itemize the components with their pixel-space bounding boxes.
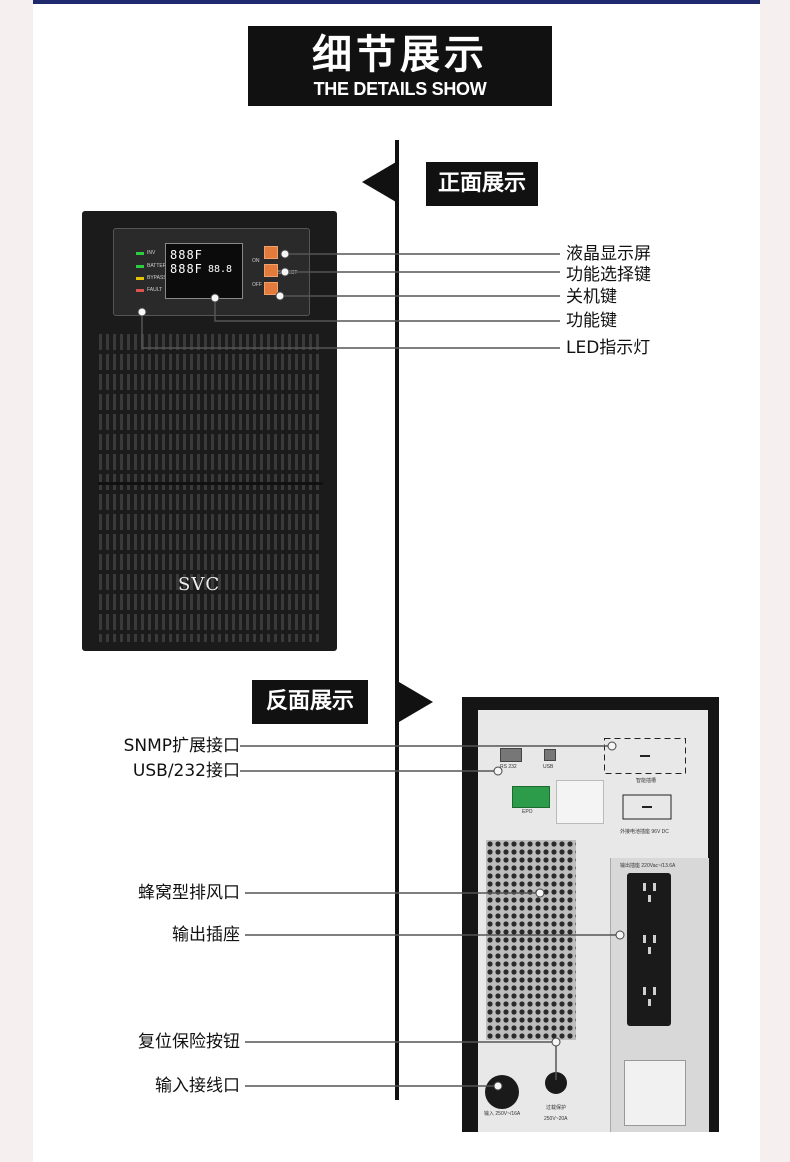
usb-label: USB [543,764,554,770]
lcd-screen: 888F 888F 88.8 [165,243,243,299]
label-output-socket: 输出插座 [172,925,240,945]
center-divider [395,140,399,1100]
back-view-tag: 反面展示 [252,680,368,724]
rs232-label: RS 232 [500,764,517,770]
label-reset-fuse-button: 复位保险按钮 [138,1032,240,1052]
led-fault-icon [136,289,144,292]
label-usb-232-port: USB/232接口 [132,761,240,781]
input-label: 输入 250V~/16A [484,1111,521,1117]
battery-connector [622,794,672,820]
button-label-on: ON [252,258,260,264]
snmp-slot-cover [604,738,686,774]
led-label-bypass: BYPASS [147,275,167,281]
brand-logo: SVC [178,574,221,595]
arrow-left-icon [362,162,396,202]
input-cable-gland [485,1075,519,1109]
lcd-readout-top: 888F 888F [170,248,203,276]
usb-port [544,749,556,761]
epo-terminal [512,786,550,808]
honeycomb-vent [486,840,576,1040]
label-function-select-key: 功能选择键 [566,265,651,285]
battery-connector-label: 外接电池插座 96V DC [620,829,669,835]
power-on-button[interactable] [264,246,278,259]
label-led-indicator: LED指示灯 [566,338,651,358]
lcd-readout-bottom: 88.8 [208,264,233,275]
power-off-button[interactable] [264,282,278,295]
breaker-rating: 250V~20A [544,1116,568,1122]
led-label-battery: BATTERY [147,263,170,269]
led-battery-icon [136,265,144,268]
led-inv-icon [136,252,144,255]
page-title: 细节展示 [312,32,488,78]
reset-breaker-button[interactable] [545,1072,567,1094]
socket-icon [643,883,656,1006]
label-shutdown-key: 关机键 [566,287,617,307]
led-label-inv: INV [147,250,156,256]
led-label-fault: FAULT [147,287,163,293]
rs232-port [500,748,522,762]
select-button[interactable] [264,264,278,277]
epo-label: EPO [522,809,533,815]
label-function-key: 功能键 [566,311,617,331]
led-bypass-icon [136,277,144,280]
front-vent-grille [98,332,323,642]
rating-sticker [556,780,604,824]
label-lcd-display: 液晶显示屏 [566,244,651,264]
page-title-banner: 细节展示 THE DETAILS SHOW [248,26,552,106]
arrow-right-icon [399,682,433,722]
outlet-header: 输出插座 220Vac~/13.6A [620,863,676,869]
label-honeycomb-vent: 蜂窝型排风口 [138,883,240,903]
snmp-slot-label: 智能插槽 [636,778,657,784]
button-label-off: OFF [252,282,262,288]
top-divider [33,0,760,4]
page-subtitle: THE DETAILS SHOW [313,79,487,99]
label-snmp-port: SNMP扩展接口 [123,736,240,756]
breaker-label: 过载保护 [546,1105,567,1111]
label-input-terminal: 输入接线口 [155,1076,240,1096]
front-view-tag: 正面展示 [426,162,538,206]
input-terminal-cover [624,1060,686,1126]
